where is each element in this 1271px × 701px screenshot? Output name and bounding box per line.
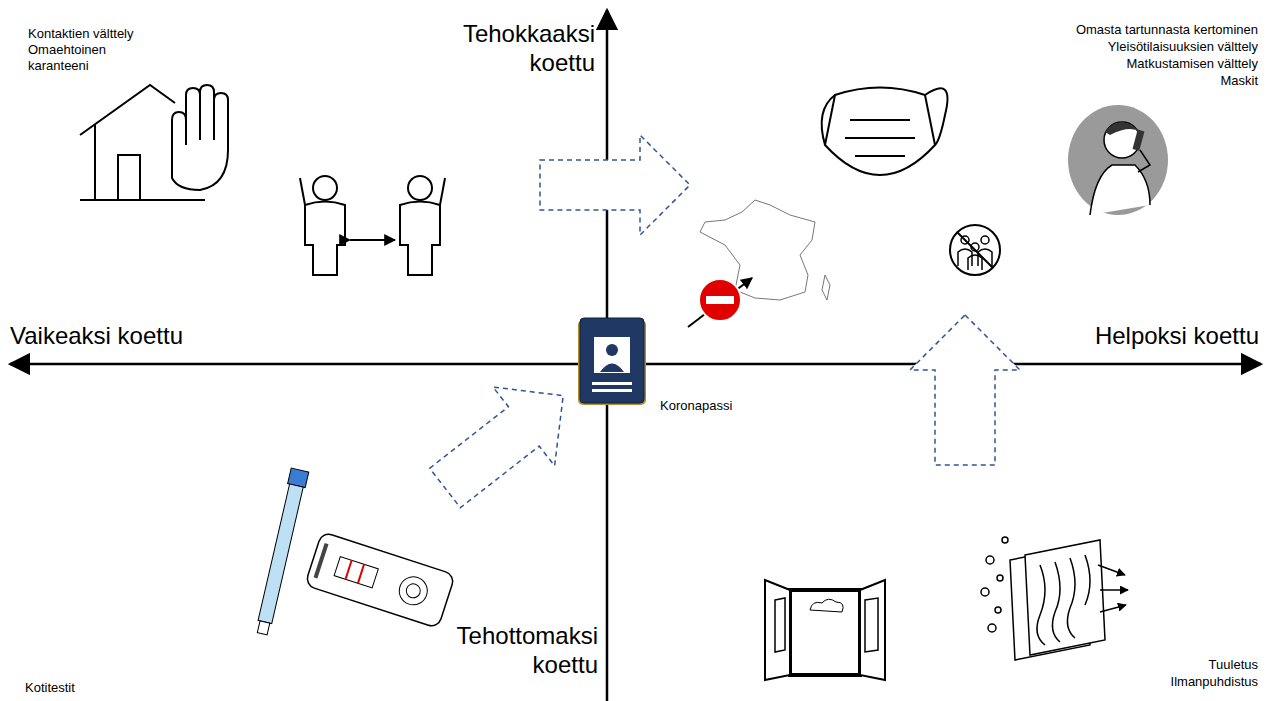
measure-label: Matkustamisen välttely: [1127, 56, 1259, 72]
no-entry-sign: [699, 279, 741, 321]
measure-label: Ilmanpuhdistus: [1171, 674, 1258, 690]
no-gathering-icon: [950, 225, 1000, 275]
measure-label: Kotitestit: [25, 680, 75, 696]
measure-label: Koronapassi: [660, 398, 732, 414]
measure-label: Omaehtoinen karanteeni: [28, 42, 128, 73]
mask-icon: [822, 88, 948, 176]
air-purifier-icon: [981, 537, 1128, 660]
measure-label: Omasta tartunnasta kertominen: [1076, 22, 1258, 38]
window-icon: [765, 580, 885, 680]
passport-icon: [578, 318, 646, 405]
dashed-arrow: [414, 356, 594, 527]
axis-label: Vaikeaksi koettu: [10, 322, 183, 351]
phone-person-icon: [1068, 105, 1168, 215]
measure-label: Tuuletus: [1209, 657, 1258, 673]
dashed-arrow: [540, 135, 690, 235]
travel-arrow: [688, 278, 752, 327]
house-hand-icon: [80, 85, 228, 200]
measure-label: Yleisötilaisuuksien välttely: [1108, 39, 1258, 55]
measure-label: Kontaktien välttely: [28, 26, 134, 42]
axis-label: Helpoksi koettu: [1095, 322, 1259, 351]
axis-label: Tehokkaaksi koettu: [425, 20, 595, 78]
distance-icon: [300, 176, 445, 275]
measure-label: Maskit: [1220, 73, 1258, 89]
home-test-icon: [253, 468, 455, 636]
dashed-arrow: [910, 315, 1020, 465]
axis-label: Tehottomaksi koettu: [418, 622, 598, 680]
